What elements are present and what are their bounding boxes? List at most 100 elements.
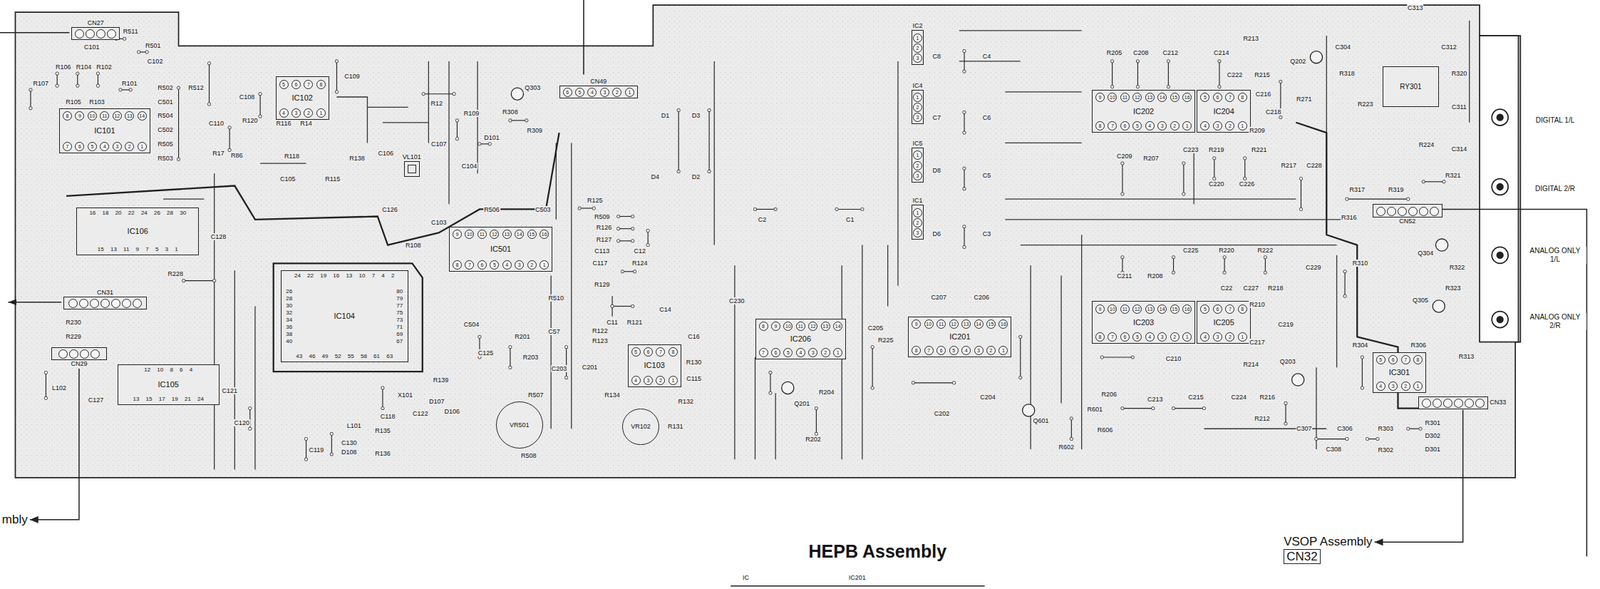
part-name: IC205 bbox=[1213, 317, 1234, 328]
part-label: C108 bbox=[238, 93, 256, 101]
pin-circle: 9 bbox=[911, 319, 921, 329]
pin-circle: 7 bbox=[62, 141, 72, 152]
pin-circle: 16 bbox=[1182, 304, 1192, 314]
pin-circle: 5 bbox=[1200, 92, 1210, 102]
part-label: C307 bbox=[1295, 424, 1313, 432]
leader-line bbox=[7, 301, 61, 303]
pin-numbers: 9 10 11 12 13 14 15 16 bbox=[452, 228, 549, 239]
part-label: R102 bbox=[95, 63, 113, 71]
pin-frame: 26 28 30 32 34 36 38 40IC10480 79 77 75 … bbox=[284, 279, 405, 353]
pin-circle: 4 bbox=[961, 345, 971, 355]
copper-trace bbox=[260, 162, 306, 164]
component-lead bbox=[565, 347, 567, 378]
pin-numbers: 26 28 30 32 34 36 38 40 bbox=[284, 287, 295, 345]
part-name: IC201 bbox=[949, 332, 970, 342]
pin-circle: 10 bbox=[924, 319, 934, 329]
pin-circle: 14 bbox=[1157, 92, 1167, 102]
pin-circle: 6 bbox=[563, 87, 573, 97]
part-label: R135 bbox=[374, 426, 392, 435]
pin-circle: 3 bbox=[112, 141, 122, 152]
pin-circle bbox=[79, 298, 89, 308]
pin-circle: 5 bbox=[949, 345, 959, 355]
part-label: C120 bbox=[233, 419, 251, 427]
board-outline bbox=[14, 4, 1521, 478]
pin-circle: 4 bbox=[99, 141, 110, 152]
ic-package: 8 9 10 11 12 13 14IC2067 6 5 4 3 2 1 bbox=[755, 318, 847, 360]
pin-numbers: 5 6 7 8 bbox=[631, 346, 678, 357]
pin-circle: 10 bbox=[783, 321, 793, 331]
pin-circle: 3 bbox=[912, 53, 923, 63]
part-label: D302 bbox=[1423, 431, 1442, 440]
part-name: IC203 bbox=[1133, 317, 1154, 328]
part-label: R313 bbox=[1458, 352, 1476, 360]
pin-circle bbox=[1432, 398, 1442, 408]
component-lead bbox=[1173, 407, 1205, 409]
pin-circle: 7 bbox=[1225, 304, 1235, 314]
pin-circle: 3 bbox=[912, 171, 923, 181]
pin-circle: 13 bbox=[502, 229, 512, 239]
part-label: R126 bbox=[595, 223, 613, 231]
part-label: Q305 bbox=[1411, 296, 1429, 304]
pin-circle: 15 bbox=[986, 319, 996, 329]
part-name: IC202 bbox=[1133, 106, 1154, 117]
part-label: R101 bbox=[121, 79, 139, 87]
part-label: R509 bbox=[593, 213, 611, 221]
part-label: D8 bbox=[932, 166, 943, 174]
part-label: C313 bbox=[1406, 4, 1424, 12]
part-label: Q601 bbox=[1031, 416, 1050, 425]
pin-circle: 15 bbox=[1170, 92, 1180, 102]
part-label: C228 bbox=[1305, 161, 1323, 169]
part-label: R221 bbox=[1250, 146, 1268, 154]
pin-circle: 2 bbox=[912, 161, 923, 171]
pin-circle: 8 bbox=[62, 111, 72, 121]
pin-circle: 3 bbox=[1388, 381, 1398, 391]
pin-circle: 7 bbox=[303, 79, 313, 90]
pin-circle: 1 bbox=[1413, 381, 1423, 391]
part-label: C22 bbox=[1220, 284, 1234, 292]
part-label: R229 bbox=[64, 332, 82, 340]
pin-circle: 1 bbox=[668, 375, 678, 385]
pin-circle: 2 bbox=[124, 141, 134, 152]
ground-outline bbox=[1295, 122, 1480, 409]
component-lead bbox=[1361, 357, 1363, 388]
pin-circle: 6 bbox=[936, 345, 946, 355]
component-lead bbox=[618, 215, 633, 217]
trimmer-pot: VR102 bbox=[622, 408, 660, 446]
pin-circle: 7 bbox=[1107, 121, 1117, 131]
part-label: R322 bbox=[1448, 263, 1467, 271]
part-label: R207 bbox=[1142, 154, 1160, 162]
component-lead bbox=[1071, 418, 1072, 440]
part-label: C215 bbox=[1187, 393, 1205, 401]
pin-circle: 3 bbox=[1157, 121, 1167, 131]
component-lead bbox=[618, 240, 633, 241]
component-lead bbox=[1213, 158, 1215, 179]
part-label: L102 bbox=[51, 384, 67, 392]
component-lead bbox=[57, 73, 58, 86]
part-label: R216 bbox=[1258, 393, 1276, 401]
pin-circle: 13 bbox=[1145, 304, 1155, 314]
ic-package: 12 10 8 6 4IC10513 15 17 19 21 24 bbox=[117, 364, 220, 405]
pin-circle bbox=[90, 349, 100, 359]
part-label: R123 bbox=[591, 337, 609, 345]
part-label: R134 bbox=[603, 391, 621, 399]
component-lead bbox=[678, 110, 680, 172]
part-label: Q203 bbox=[1279, 357, 1297, 365]
pin-circle: 4 bbox=[502, 260, 512, 270]
pin-numbers: 1 2 3 bbox=[911, 89, 924, 125]
pin-circle: 6 bbox=[771, 347, 781, 358]
regulator-package: IC11 2 3 bbox=[911, 196, 925, 240]
jack-panel bbox=[1491, 109, 1509, 126]
ic-package: 5 6 7 8IC2044 3 2 1 bbox=[1196, 89, 1251, 133]
coil-core bbox=[407, 164, 417, 174]
pin-numbers: 5 6 7 8 bbox=[1200, 302, 1247, 313]
pin-circle: 2 bbox=[912, 102, 923, 112]
board-outline bbox=[14, 4, 1521, 478]
transistor-symbol bbox=[1022, 404, 1035, 417]
part-label: L101 bbox=[346, 421, 363, 430]
pin-circle: 7 bbox=[1225, 92, 1235, 102]
part-label: C6 bbox=[982, 114, 993, 122]
ic-package: 8 9 10 11 12 13 14IC1017 6 5 4 3 2 1 bbox=[59, 108, 151, 154]
part-label: R321 bbox=[1444, 171, 1462, 179]
pin-circle bbox=[111, 298, 121, 308]
pin-numbers: 9 10 11 12 13 14 15 16 bbox=[1095, 91, 1192, 102]
